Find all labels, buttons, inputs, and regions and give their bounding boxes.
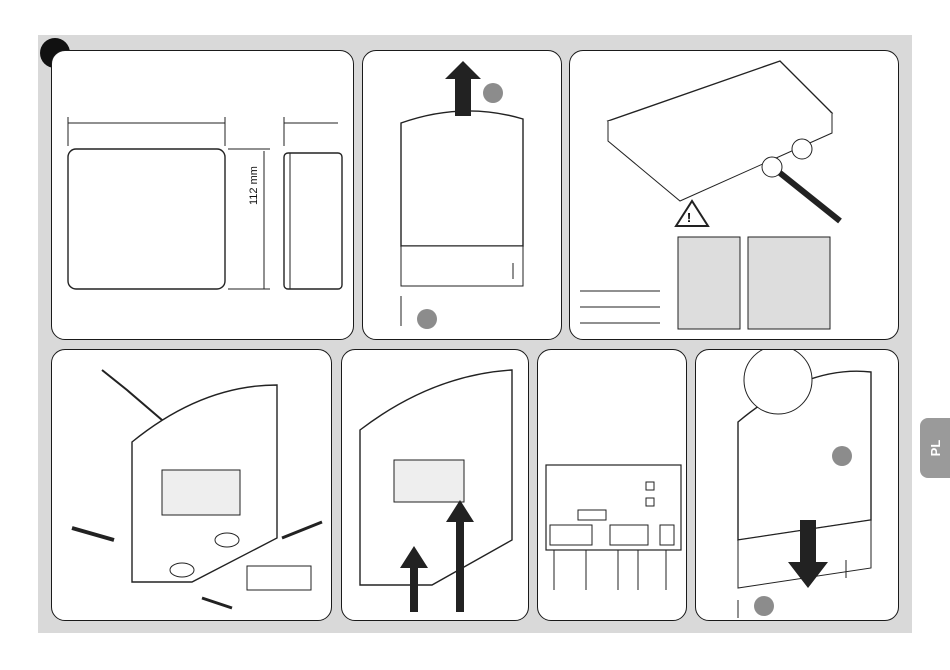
drill-knockouts-drawing: ! — [570, 51, 898, 339]
panel-dimensions — [51, 50, 354, 340]
panel-cable-routing — [341, 349, 529, 621]
refit-cover-drawing — [696, 350, 898, 620]
panel-wall-mounting — [51, 349, 332, 621]
remove-cover-drawing — [363, 51, 561, 339]
up-arrow-icon — [445, 61, 481, 116]
panel-terminal-board — [537, 349, 687, 621]
wall-mounting-drawing — [52, 350, 331, 620]
language-tab: PL — [920, 418, 950, 478]
dimensions-drawing — [52, 51, 353, 339]
panel-remove-cover — [362, 50, 562, 340]
panel-refit-cover — [695, 349, 899, 621]
svg-text:!: ! — [687, 210, 691, 225]
warning-triangle-icon — [676, 201, 708, 226]
language-tab-label: PL — [905, 433, 950, 463]
cable-routing-drawing — [342, 350, 528, 620]
panel-drill-knockouts: ! — [569, 50, 899, 340]
terminal-board-drawing — [538, 350, 686, 620]
dimension-label: 112 mm — [248, 166, 260, 205]
